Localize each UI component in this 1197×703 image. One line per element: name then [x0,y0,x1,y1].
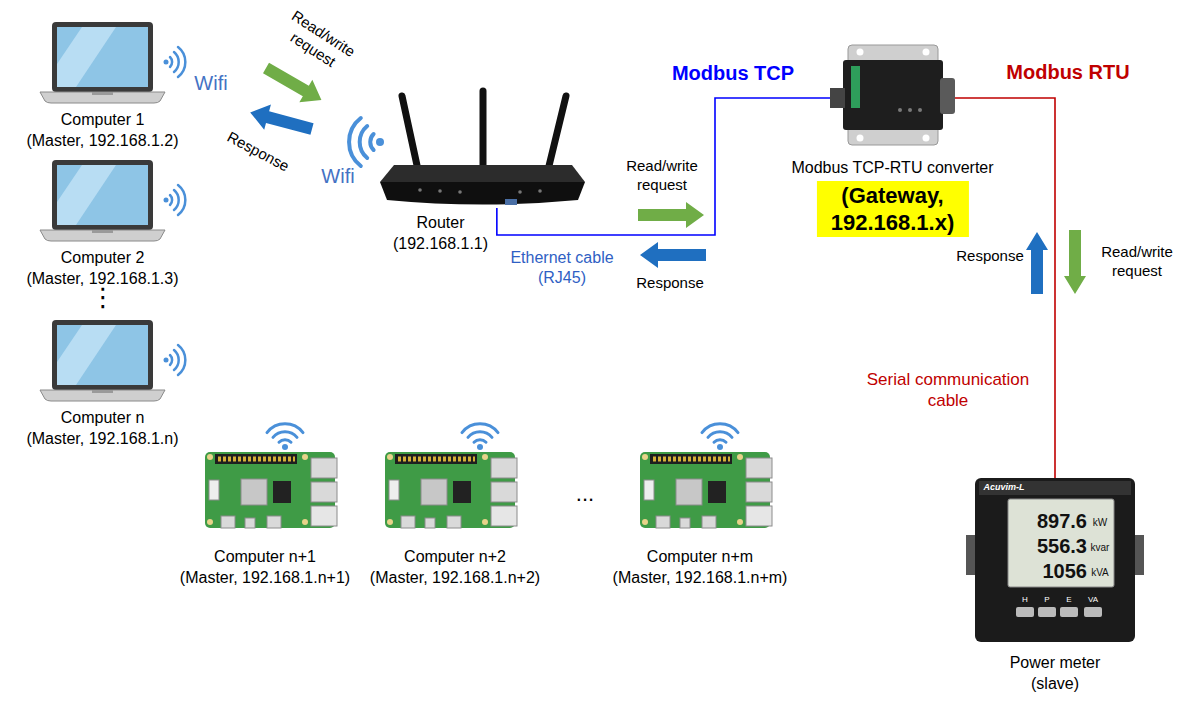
annotation-label: Modbus TCP [672,61,794,86]
cable-label: Ethernet cable (RJ45) [497,248,627,288]
device-node: Computer n+2(Master, 192.168.1.n+2) [385,452,515,528]
annotation-label: kVA [1091,567,1109,580]
annotation-label: Wifi [321,164,354,189]
device-node: Computer 2(Master, 192.168.1.3) [40,160,165,241]
annotation-label: kW [1093,517,1107,530]
annotation-label: VA [1088,595,1098,605]
device-caption: Power meter(slave) [1010,652,1101,694]
device-name: Computer 2 [61,247,145,268]
annotation-label: Read/write request [618,157,706,195]
device-caption: Modbus TCP-RTU converter (Gateway, 192.16… [791,157,993,237]
cable-label: Serial communication cable [853,369,1043,412]
device-address: (Master, 192.168.1.n+1) [180,567,350,588]
device-address: (Master, 192.168.1.n) [26,428,178,449]
annotation-label: H [1022,595,1028,605]
device-caption: Router(192.168.1.1) [393,212,488,254]
converter-picture [830,45,955,145]
annotation-label: Response [224,128,292,176]
device-node: Computer 1(Master, 192.168.1.2) [40,22,165,103]
annotation-label: E [1066,595,1071,605]
annotation-label: Response [636,274,704,293]
annotation-label: Modbus RTU [1006,60,1129,85]
annotation-label: Read/write request [1093,243,1181,281]
device-name: Router [416,212,464,233]
device-address: (slave) [1031,673,1079,694]
annotation-label: 897.6 [1037,509,1087,534]
router-picture [380,91,585,205]
device-caption: Computer n+2(Master, 192.168.1.n+2) [370,546,540,588]
device-node: Modbus TCP-RTU converter(Gateway, 192.16… [830,45,955,145]
device-caption: Computer n+1(Master, 192.168.1.n+1) [180,546,350,588]
device-node: Computer n(Master, 192.168.1.n) [40,320,165,401]
device-name: Computer n+m [647,546,753,567]
device-caption: Computer n(Master, 192.168.1.n) [26,407,178,449]
device-name: Power meter [1010,652,1101,673]
annotation-label: ... [576,480,594,508]
device-address: (192.168.1.1) [393,233,488,254]
device-name: Computer 1 [61,109,145,130]
power-meter-picture [966,478,1144,642]
device-caption: Computer n+m(Master, 192.168.1.n+m) [613,546,788,588]
device-node: Computer n+m(Master, 192.168.1.n+m) [640,452,770,528]
flow-arrow [247,57,1086,294]
wifi-symbol [164,47,739,450]
ethernet-cable [497,98,830,235]
annotation-label: Read/write request [271,2,365,81]
annotation-label: P [1044,595,1049,605]
device-address: (Master, 192.168.1.n+2) [370,567,540,588]
device-caption: Computer 1(Master, 192.168.1.2) [26,109,178,151]
device-name: Computer n [61,407,145,428]
device-address: (Gateway, 192.168.1.x) [816,181,968,237]
annotation-label: 1056 [1043,559,1088,584]
device-address: (Master, 192.168.1.2) [26,130,178,151]
raspberry-pi [205,452,772,528]
annotation-label: ⋮ [90,281,116,314]
laptop-computer [40,22,165,401]
device-name: Modbus TCP-RTU converter [791,157,993,178]
annotation-label: kvar [1091,542,1110,555]
annotation-label: 556.3 [1037,534,1087,559]
serial-cable [955,98,1055,478]
device-node: Computer n+1(Master, 192.168.1.n+1) [205,452,335,528]
annotation-label: Response [956,247,1024,266]
device-address: (Master, 192.168.1.n+m) [613,567,788,588]
device-name: Computer n+1 [214,546,316,567]
device-node: Router(192.168.1.1) [380,88,585,208]
annotation-label: Acuvim-L [983,482,1024,493]
device-name: Computer n+2 [404,546,506,567]
annotation-label: Wifi [194,71,227,96]
